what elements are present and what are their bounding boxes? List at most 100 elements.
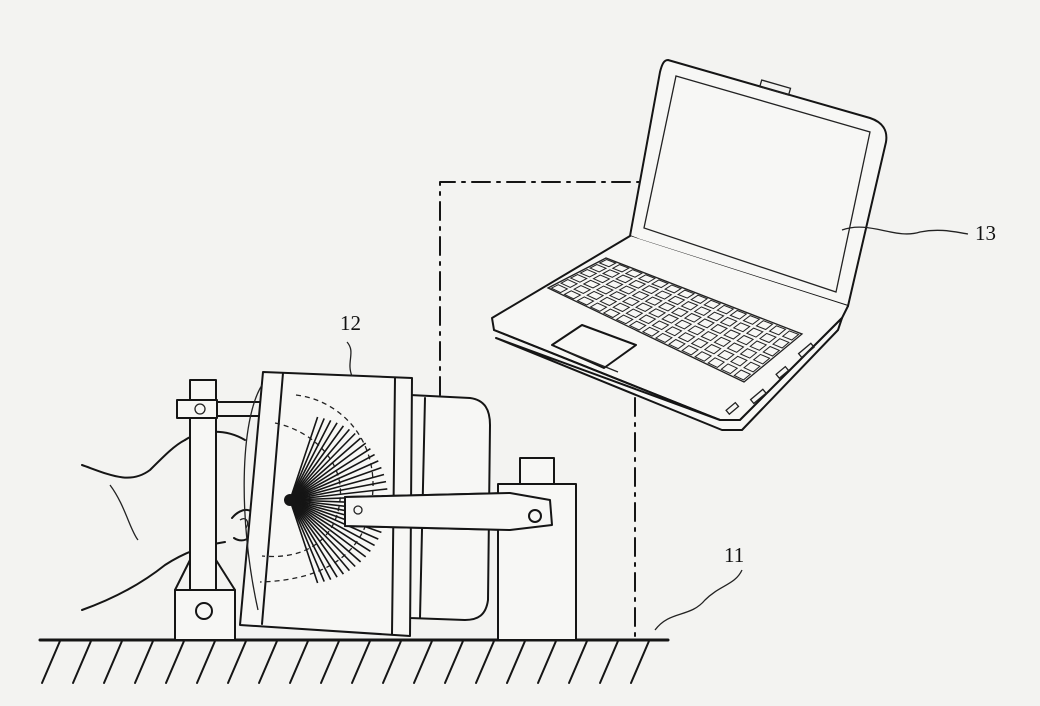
scan-beam-ray [289,418,325,501]
keyboard-key [644,296,663,306]
keyboard-key [621,296,640,307]
keyboard-key [586,290,605,301]
ground-base [38,638,670,684]
keyboard-key [563,290,582,300]
laptop-computer [491,59,888,431]
scan-beam-ray [289,499,379,540]
keyboard-key [559,279,579,288]
scan-beam-ray [289,432,356,501]
ground-hatch-line [72,640,92,684]
keyboard-key [638,314,657,325]
keyboard-key [631,291,650,301]
scan-beam-ray [289,499,371,552]
keyboard-keys [550,258,800,381]
keyboard-key [664,326,683,337]
ground-hatch-line [506,640,526,684]
scan-beam-ray [289,499,356,568]
keyboard-key [755,320,774,331]
leader-lines [346,226,969,631]
keyboard-key [592,274,611,284]
scan-beam-ray [289,416,319,501]
keyboard-key [612,302,631,313]
scan-beam-ray [289,422,338,501]
keyboard-key [677,332,696,343]
keyboard-key [694,351,713,362]
keyboard-key [745,327,764,338]
keyboard-key [703,299,722,310]
ground-hatch-line [537,640,557,684]
keyboard-key [713,336,732,347]
keyboard-key [762,345,781,357]
keyboard-key [703,343,722,355]
keyboard-key [749,340,768,351]
keyboard-key [674,319,693,330]
signal-cable [439,181,641,641]
scan-beam-ray [289,437,362,501]
keyboard-key [781,330,800,341]
scan-beam-ray [289,499,375,547]
keyboard-key [615,314,634,325]
ground-hatch-line [165,640,185,684]
scan-beam-ray [289,420,332,501]
ground-hatch-line [630,640,650,684]
scan-beam-ray [289,499,362,563]
scan-beam-ray [289,499,338,578]
ground-hatch-line [599,640,619,684]
head-holder-frame [174,379,263,641]
keyboard-key [670,307,689,318]
ground-hatch-line [289,640,309,684]
keyboard-key [605,280,624,289]
keyboard-key [729,309,748,320]
keyboard-key [707,357,726,368]
keyboard-key [742,315,761,325]
scan-beam-ray [289,499,351,572]
keyboard-key [696,318,715,329]
keyboard-key [690,294,709,304]
keyboard-key [635,302,654,312]
keyboard-key [615,274,634,284]
keyboard-key [628,320,647,331]
keyboard-key [595,285,614,295]
scan-beam-ray [289,460,379,501]
ground-hatch-line [382,640,402,684]
keyboard-key [651,320,670,331]
keyboard-key [683,312,702,323]
ground-hatch-line [103,640,123,684]
keyboard-key [752,353,771,365]
keyboard-key [681,345,699,356]
keyboard-key [601,269,621,278]
keyboard-key [602,308,621,319]
keyboard-key [654,290,673,300]
keyboard-key [611,264,630,273]
scan-beam-ray [289,488,388,501]
keyboard-key [706,311,725,322]
ground-hatch-line [258,640,278,684]
keyboard-key [719,316,738,327]
keyboard-key [716,304,735,315]
scan-beam-ray [289,448,371,501]
keyboard-key [772,338,790,349]
ground-hatch-line [320,640,340,684]
keyboard-key [723,329,742,340]
keyboard-key [588,263,608,273]
keyboard-key [625,308,644,319]
keyboard-key [550,284,569,294]
keyboard-key [579,269,598,278]
scan-beam-ray [289,453,375,501]
scan-beam-ray [289,499,332,580]
keyboard-key [641,285,660,295]
keyboard-key [693,306,712,316]
scan-beam-ray [289,499,319,584]
keyboard-key [758,332,777,344]
keyboard-key [661,313,680,324]
ground-hatch-line [227,640,247,684]
scan-beam-ray [289,499,367,558]
keyboard-key [569,274,588,283]
ground-hatch-line [134,640,154,684]
keyboard-key [641,326,660,337]
keyboard-key [618,285,637,295]
keyboard-key [657,302,676,312]
ground-hatch-line [568,640,588,684]
keyboard-key [650,279,670,289]
